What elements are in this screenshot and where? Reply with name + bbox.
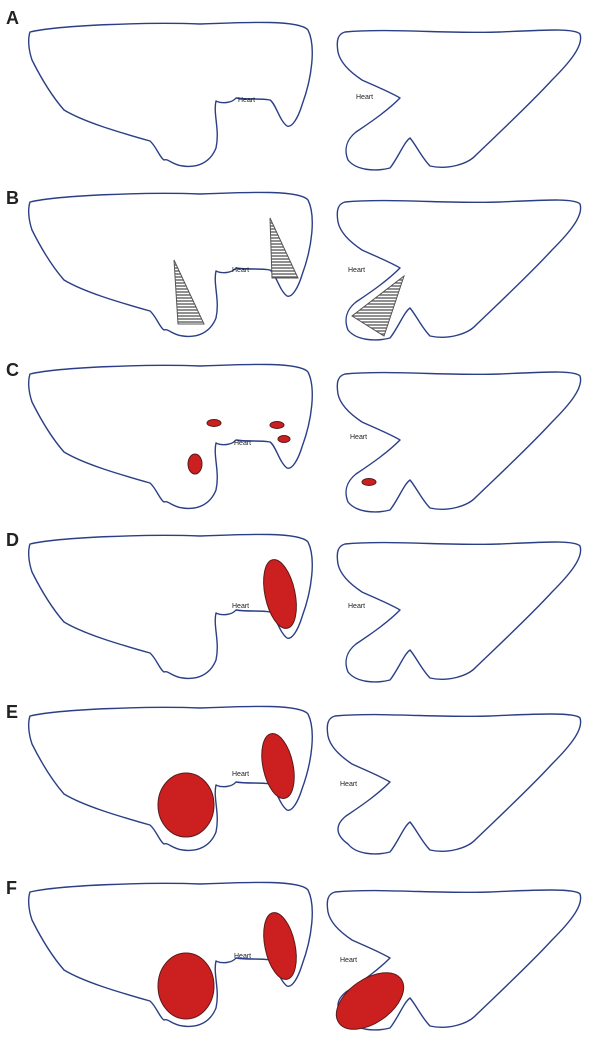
heart-label-right: Heart [348, 603, 365, 610]
heart-label-right: Heart [340, 781, 357, 788]
heart-label-left: Heart [234, 440, 251, 447]
lesion [270, 422, 284, 429]
heart-label-left: Heart [238, 97, 255, 104]
panel-d: D Heart Heart [0, 510, 593, 680]
lung-diagram: Heart Heart [0, 510, 593, 680]
lesion [158, 773, 214, 837]
panel-f: F Heart Heart [0, 858, 593, 1028]
left-lung-outline [29, 364, 313, 508]
heart-label-right: Heart [348, 267, 365, 274]
heart-label-left: Heart [232, 267, 249, 274]
panel-a: A Heart Heart [0, 0, 593, 170]
right-lung-outline [337, 372, 580, 512]
heart-label-left: Heart [232, 771, 249, 778]
panel-c: C Heart Heart [0, 340, 593, 510]
lung-diagram: Heart Heart [0, 680, 593, 850]
heart-label-right: Heart [350, 434, 367, 441]
lesion [362, 479, 376, 486]
lesion [207, 420, 221, 427]
heart-label-left: Heart [232, 603, 249, 610]
left-lung-outline [29, 22, 313, 166]
left-lung-outline [29, 192, 313, 336]
right-lung-outline [337, 542, 580, 682]
lung-diagram: Heart Heart [0, 0, 593, 170]
lung-diagram: Heart Heart [0, 168, 593, 338]
lung-diagram: Heart Heart [0, 858, 593, 1028]
lesion [278, 436, 290, 443]
panel-e: E Heart Heart [0, 680, 593, 850]
lesion [188, 454, 202, 474]
lung-diagram: Heart Heart [0, 340, 593, 510]
heart-label-right: Heart [356, 94, 373, 101]
right-lung-outline [337, 30, 580, 170]
right-lung-outline [327, 714, 580, 854]
heart-label-left: Heart [234, 953, 251, 960]
heart-label-right: Heart [340, 957, 357, 964]
panel-b: B Heart Heart [0, 168, 593, 338]
lesion [158, 953, 214, 1019]
